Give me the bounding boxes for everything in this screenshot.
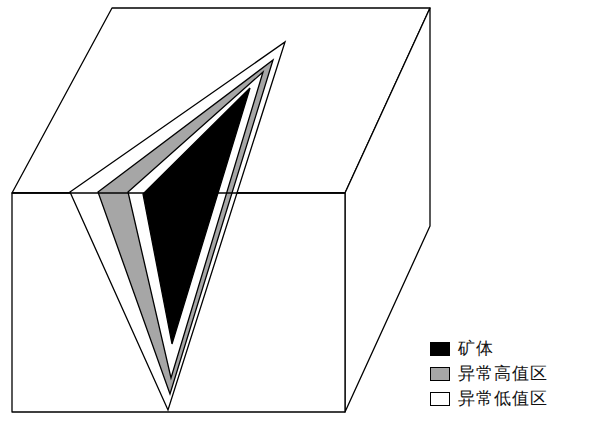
ore-body: [143, 88, 250, 344]
legend-entry: 异常高值区: [430, 361, 548, 386]
legend-label: 异常高值区: [458, 362, 548, 385]
inner-low-zone: [128, 72, 263, 378]
right-face: [345, 8, 430, 412]
front-top-edge: [12, 192, 345, 193]
legend-label: 矿体: [458, 337, 494, 360]
legend-swatch: [430, 367, 450, 381]
high-anomaly-zone: [98, 60, 273, 394]
legend-entry: 异常低值区: [430, 386, 548, 411]
legend: 矿体异常高值区异常低值区: [430, 336, 548, 411]
legend-swatch: [430, 342, 450, 356]
legend-label: 异常低值区: [458, 387, 548, 410]
legend-entry: 矿体: [430, 336, 548, 361]
legend-swatch: [430, 392, 450, 406]
low-anomaly-zone: [70, 42, 285, 410]
